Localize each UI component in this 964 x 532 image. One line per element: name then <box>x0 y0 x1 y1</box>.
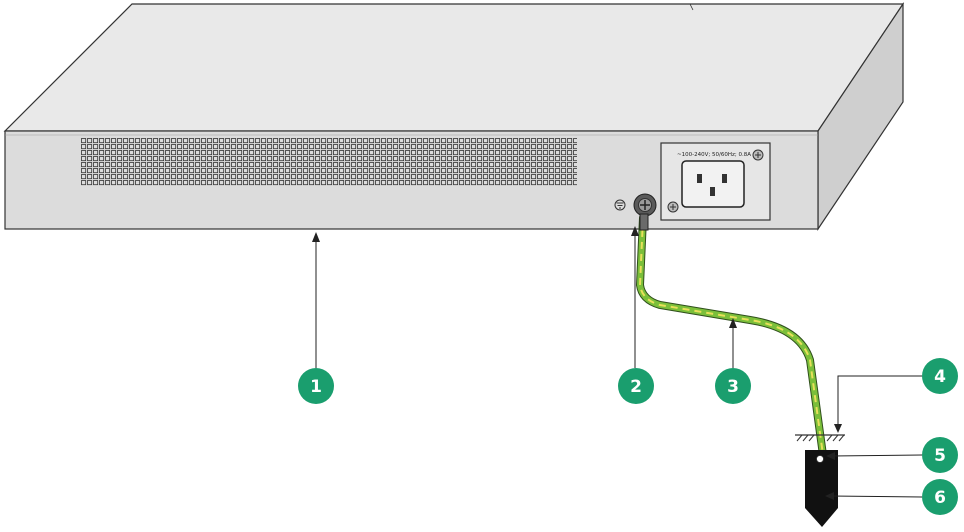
socket-pin-right <box>722 174 727 183</box>
callout-6: 6 <box>922 479 958 515</box>
callout-5-label: 5 <box>934 446 946 466</box>
callout-4-label: 4 <box>934 367 946 387</box>
device-chassis: ~100-240V; 50/60Hz; 0.8A <box>3 2 905 231</box>
callout-4: 4 <box>922 358 958 394</box>
ground-rod-icon <box>805 450 838 527</box>
callout-3: 3 <box>715 368 751 404</box>
earth-symbol-icon <box>795 434 845 442</box>
leader-lines <box>312 226 923 500</box>
callout-1-label: 1 <box>310 377 322 397</box>
chassis-top-panel <box>3 3 905 132</box>
ventilation-grille <box>81 138 577 186</box>
socket-pin-ground <box>710 187 715 196</box>
ground-mark-icon <box>614 199 626 211</box>
power-supply-module: ~100-240V; 50/60Hz; 0.8A <box>660 142 771 221</box>
callout-2-label: 2 <box>630 377 642 397</box>
grounding-cable <box>635 213 827 459</box>
callout-1: 1 <box>298 368 334 404</box>
power-socket <box>681 160 745 208</box>
callout-5: 5 <box>922 437 958 473</box>
grounding-screw-icon <box>633 193 657 217</box>
psu-screw-top-icon <box>752 149 764 161</box>
cable-lug <box>639 213 649 231</box>
cable-joint-icon <box>816 455 824 463</box>
callout-6-label: 6 <box>934 488 946 508</box>
power-rating-label: ~100-240V; 50/60Hz; 0.8A <box>677 152 751 158</box>
callout-3-label: 3 <box>727 377 739 397</box>
callout-2: 2 <box>618 368 654 404</box>
socket-pin-left <box>697 174 702 183</box>
psu-screw-bottom-icon <box>667 201 679 213</box>
